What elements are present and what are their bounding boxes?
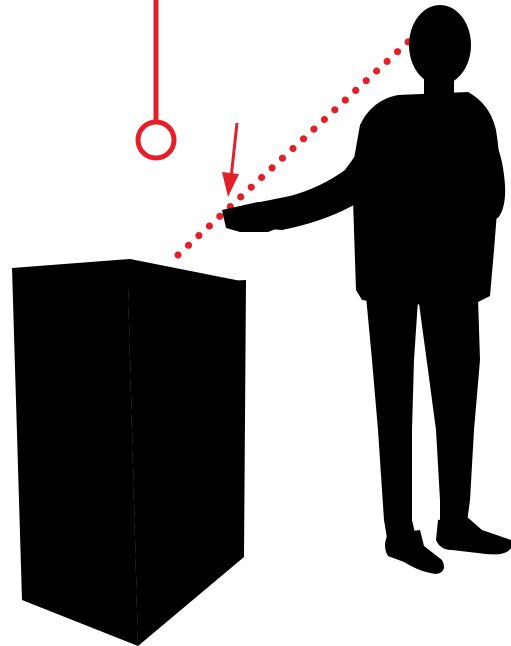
sightline-dot bbox=[342, 97, 349, 104]
sightline-dot bbox=[269, 164, 276, 171]
person-torso bbox=[352, 92, 500, 305]
person-leg-right bbox=[418, 296, 480, 530]
sightline-dot bbox=[331, 106, 338, 113]
sightline-dot bbox=[195, 232, 202, 239]
pedestal-box bbox=[12, 259, 246, 646]
pedestal-front bbox=[12, 268, 138, 646]
sightline-dot bbox=[206, 222, 213, 229]
sightline-dot bbox=[185, 242, 192, 249]
person-shoe-right bbox=[436, 516, 511, 554]
person-shoe-left bbox=[385, 530, 444, 574]
pointer-arrow-icon bbox=[222, 123, 239, 197]
sightline-dot bbox=[258, 174, 265, 181]
pointer-arrow-head bbox=[222, 172, 239, 197]
sightline-dot bbox=[363, 77, 370, 84]
pointer-arrow-shaft bbox=[231, 123, 237, 178]
pendulum-ring bbox=[138, 122, 174, 158]
sightline-dot bbox=[248, 184, 255, 191]
sightline-dot bbox=[384, 58, 391, 65]
sightline-dot bbox=[237, 193, 244, 200]
sightline-dot bbox=[300, 135, 307, 142]
pendulum-icon bbox=[138, 0, 174, 158]
sightline-dot bbox=[394, 48, 401, 55]
sightline-dot bbox=[352, 87, 359, 94]
sightline-dot bbox=[310, 126, 317, 133]
sightline-dot bbox=[174, 251, 181, 258]
sightline-dot bbox=[289, 145, 296, 152]
sightline-dot bbox=[216, 213, 223, 220]
person-leg-left bbox=[366, 296, 420, 556]
sightline-dot bbox=[321, 116, 328, 123]
sightline-dot bbox=[373, 67, 380, 74]
pedestal-side bbox=[128, 280, 246, 646]
person-silhouette bbox=[222, 5, 511, 574]
sightline-dot bbox=[279, 155, 286, 162]
